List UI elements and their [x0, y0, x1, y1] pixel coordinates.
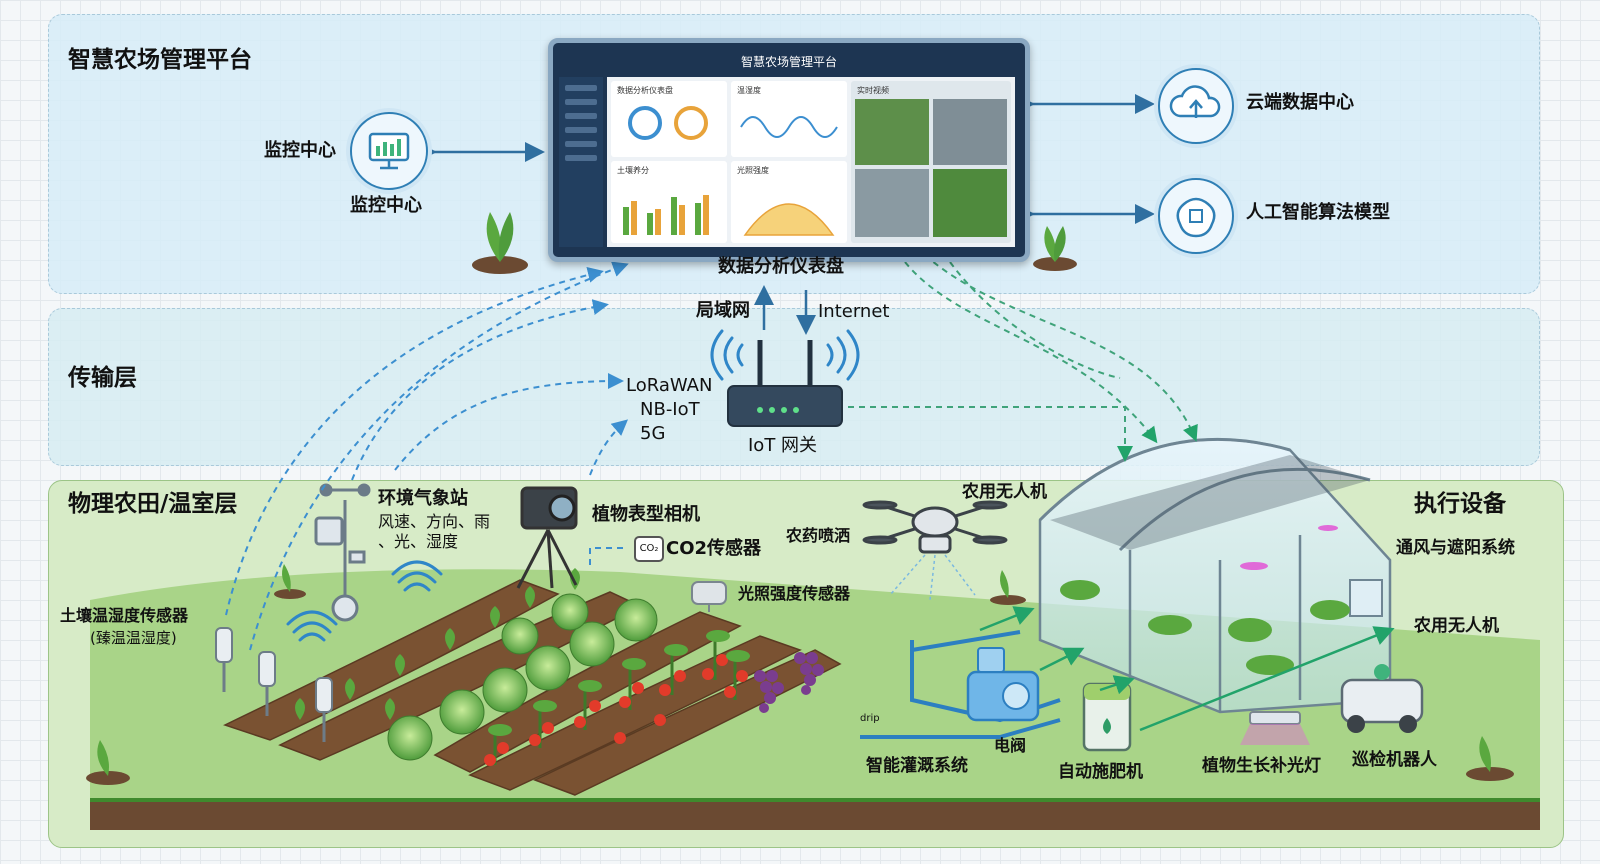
- fertilizer-machine-device: [1082, 682, 1132, 752]
- ai-model-label: 人工智能算法模型: [1246, 202, 1390, 223]
- drip-label: drip: [860, 713, 880, 724]
- pesticide-spraying-label: 农药喷洒: [786, 526, 851, 545]
- inspection-robot-device: [1340, 664, 1424, 733]
- soil-cross-section: [90, 800, 1540, 830]
- co2-sensor-icon: CO₂: [634, 536, 664, 562]
- protocol-lorawan: LoRaWAN: [626, 375, 713, 396]
- dashboard-tile-humidity: 温湿度: [731, 81, 847, 157]
- electric-valve-label: 电阀: [994, 736, 1027, 755]
- lettuce-crops: [387, 593, 658, 761]
- greenhouse-plants: [1060, 580, 1350, 675]
- dashboard-monitor: 智慧农场管理平台 数据分析仪表盘 温湿度 土壤养分 光照强度: [548, 38, 1030, 262]
- monitor-center-left-label: 监控中心: [264, 140, 336, 161]
- greenhouse-grow-lamps: [1240, 525, 1338, 570]
- smart-irrigation-label: 智能灌溉系统: [866, 756, 968, 776]
- dashboard-body: 数据分析仪表盘 温湿度 土壤养分 光照强度 实时视频: [607, 77, 1015, 247]
- dashboard-tile-overview: 数据分析仪表盘: [611, 81, 727, 157]
- inspection-robot-label: 巡检机器人: [1352, 750, 1437, 770]
- gauge-icons: [628, 106, 708, 140]
- wifi-signal-icons: [286, 560, 443, 642]
- light-sensor-label: 光照强度传感器: [738, 584, 851, 603]
- gateway-wifi-icons: [710, 329, 860, 381]
- tomato-leaves: [488, 630, 750, 736]
- weather-station-label: 环境气象站: [378, 488, 468, 509]
- actuators-section-title: 执行设备: [1414, 491, 1506, 517]
- dashboard-screen-title: 智慧农场管理平台: [740, 55, 837, 69]
- soil-sensor-probes: [215, 627, 333, 742]
- water-pump-device: [966, 647, 1040, 722]
- video-feed-1: [855, 99, 929, 165]
- protocol-5g: 5G: [640, 423, 666, 444]
- phenotype-camera-label: 植物表型相机: [592, 504, 700, 525]
- dashboard-tile-video: 实时视频: [851, 81, 1011, 243]
- soil-beds: [223, 579, 842, 796]
- weather-station-device: [314, 483, 371, 622]
- platform-layer-title: 智慧农场管理平台: [68, 47, 252, 73]
- drone-label: 农用无人机: [962, 482, 1047, 502]
- monitor-center-icon: [350, 112, 428, 190]
- video-feed-4: [933, 169, 1007, 237]
- drone-device: [862, 500, 1008, 554]
- drone-right-label: 农用无人机: [1414, 616, 1499, 636]
- auto-fertilizer-label: 自动施肥机: [1058, 762, 1143, 782]
- dashboard-tile-soil: 土壤养分: [611, 161, 727, 243]
- seedlings: [295, 568, 580, 720]
- video-feed-2: [933, 99, 1007, 165]
- humidity-wave-chart: [740, 116, 838, 138]
- video-feed-3: [855, 169, 929, 237]
- tomato-fruits: [484, 654, 748, 766]
- lan-label: 局域网: [696, 300, 750, 321]
- field-layer-title: 物理农田/温室层: [68, 491, 238, 517]
- weather-detail-line1: 风速、方向、雨: [378, 512, 491, 531]
- ventilation-shading-label: 通风与遮阳系统: [1396, 538, 1515, 558]
- soil-sensor-label: 土壤温湿度传感器: [60, 606, 189, 625]
- actuator-flow-lines: [979, 606, 1395, 732]
- spray-mist: [889, 554, 976, 601]
- protocol-nbiot: NB-IoT: [640, 399, 700, 420]
- weather-detail-line2: 、光、湿度: [378, 532, 459, 551]
- phenotype-camera-device: [516, 486, 578, 589]
- gateway-downlink-flows: [848, 254, 1198, 462]
- cloud-icon: [1158, 68, 1234, 144]
- iot-gateway-label: IoT 网关: [748, 435, 818, 456]
- grow-light-label: 植物生长补光灯: [1202, 756, 1321, 776]
- decorative-plant-icons: [86, 212, 1514, 785]
- iot-gateway-device: [727, 340, 843, 427]
- soil-sensor-sublabel: (臻温温湿度): [90, 629, 177, 647]
- ai-brain-icon: [1158, 178, 1234, 254]
- transport-layer-title: 传输层: [68, 365, 137, 391]
- soil-bar-chart: [623, 195, 709, 235]
- cloud-data-center-label: 云端数据中心: [1246, 92, 1354, 113]
- internet-label: Internet: [818, 301, 890, 322]
- sensor-uplink-flows: [225, 261, 629, 651]
- dashboard-tile-light: 光照强度: [731, 161, 847, 243]
- grow-light-device: [1240, 711, 1310, 745]
- grape-bunches: [754, 652, 824, 713]
- light-sensor-device: [691, 581, 727, 612]
- light-curve-chart: [743, 203, 835, 236]
- greenhouse-structure: [1038, 437, 1392, 714]
- dashboard-sidebar: [559, 77, 603, 247]
- co2-sensor-label: CO2传感器: [666, 538, 762, 559]
- monitor-center-label: 监控中心: [350, 195, 422, 216]
- dashboard-caption: 数据分析仪表盘: [718, 256, 844, 277]
